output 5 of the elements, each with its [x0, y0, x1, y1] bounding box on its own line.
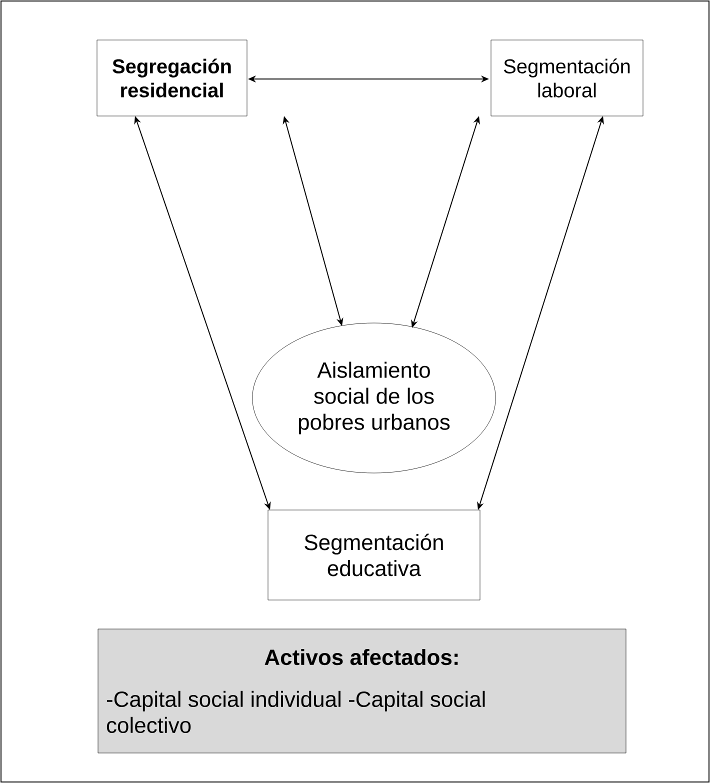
process-box: Segregación residencial: [96, 40, 248, 116]
process-box: Segmentación educativa: [268, 510, 480, 600]
ellipse-node: Aislamiento social de los pobres urbanos: [252, 322, 496, 474]
process-box: Segmentación laboral: [490, 40, 644, 116]
info-panel: Activos afectados: -Capital social individual -Capital social colectivo: [98, 628, 626, 754]
